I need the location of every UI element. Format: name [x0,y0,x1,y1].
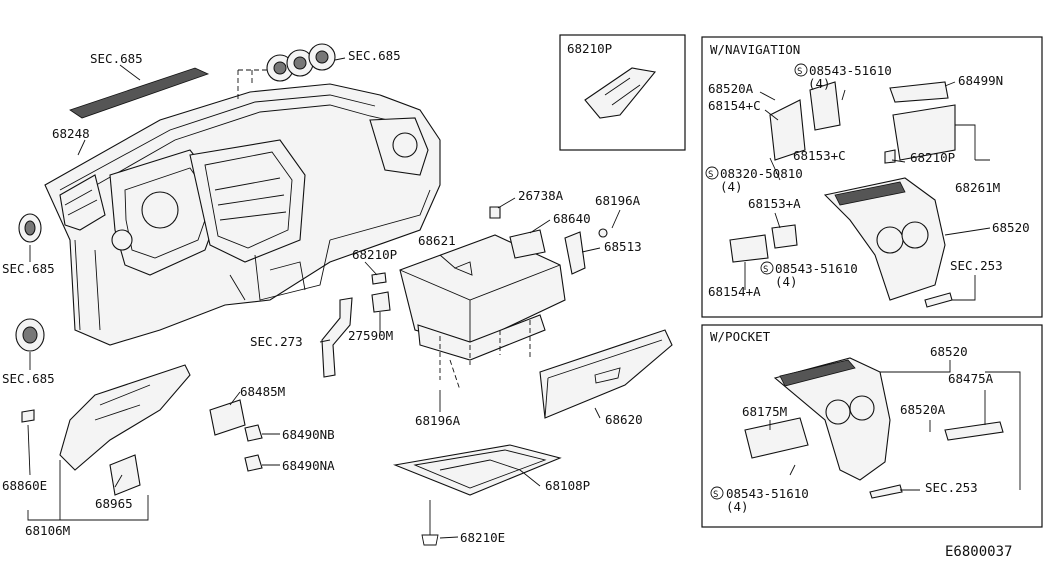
label-pk-08543: 08543-51610 [726,486,809,501]
label-68640: 68640 [553,211,591,226]
clip-detail-box [559,34,686,151]
screw-symbol [794,63,808,77]
label-68196a-bottom: 68196A [415,413,461,428]
label-68860e: 68860E [2,478,47,493]
label-pk-68175m: 68175M [742,404,787,419]
knee-panel [21,364,191,496]
label-sec273: SEC.273 [250,334,303,349]
label-nav-sec253: SEC.253 [950,258,1003,273]
label-pk-sec253: SEC.253 [925,480,978,495]
label-26738a: 26738A [518,188,564,203]
label-nav-68153c: 68153+C [793,148,846,163]
label-nav-68210p: 68210P [910,150,955,165]
label-sec685-right: SEC.685 [348,48,401,63]
leader-lines [27,57,621,539]
label-68490na: 68490NA [282,458,335,473]
label-nav-08320: 08320-50810 [720,166,803,181]
screw-symbol-letter: S [763,265,768,275]
label-sec685-left-lower: SEC.685 [2,371,55,386]
screw-symbol-letter: S [797,67,802,77]
label-nav-68154c: 68154+C [708,98,761,113]
label-68485m: 68485M [240,384,285,399]
nav-leader-lines [744,81,1021,491]
label-68965: 68965 [95,496,133,511]
glovebox-lid [539,329,673,419]
screw-symbol [760,261,774,275]
screw-symbol [710,486,724,500]
screw-symbol [705,166,719,180]
label-68210e: 68210E [460,530,505,545]
label-68620: 68620 [605,412,643,427]
label-68513: 68513 [604,239,642,254]
label-68106m: 68106M [25,523,70,538]
label-nav-68520: 68520 [992,220,1030,235]
label-nav-08320-qty: (4) [720,179,743,194]
navigation-box [701,36,1043,318]
connector-bracket [209,399,263,472]
label-nav-08543-mid: 08543-51610 [775,261,858,276]
side-vents [15,213,45,352]
label-nav-68261m: 68261M [955,180,1000,195]
label-pk-68475a: 68475A [948,371,994,386]
label-nav-68499n: 68499N [958,73,1003,88]
instrument-panel-drawing [44,67,441,346]
label-pk-68520a: 68520A [900,402,946,417]
label-68490nb: 68490NB [282,427,335,442]
label-68108p: 68108P [545,478,590,493]
pocket-box-title: W/POCKET [710,329,771,344]
label-nav-08543-mid-qty: (4) [775,274,798,289]
label-nav-68520a: 68520A [708,81,754,96]
navigation-box-title: W/NAVIGATION [710,42,800,57]
part-labels: SEC.685 SEC.685 68248 SEC.685 SEC.685 26… [2,41,1030,560]
label-sec685-top: SEC.685 [90,51,143,66]
label-27590m: 27590M [348,328,393,343]
label-pk-68520: 68520 [930,344,968,359]
label-nav-68154a: 68154+A [708,284,761,299]
center-vents [237,43,336,102]
label-sec685-left-upper: SEC.685 [2,261,55,276]
screw-symbol-letter: S [708,170,713,180]
clip-box-title: 68210P [567,41,612,56]
label-68248: 68248 [52,126,90,141]
under-cover [392,444,562,546]
label-68210p-main: 68210P [352,247,397,262]
label-pk-08543-qty: (4) [726,499,749,514]
screw-symbol-letter: S [713,490,718,500]
label-68621: 68621 [418,233,456,248]
glovebox-housing [399,206,608,391]
duct-and-bracket [321,272,391,378]
pocket-box [701,324,1043,528]
label-nav-08543-top-qty: (4) [808,76,831,91]
diagram-code: E6800037 [945,544,1012,560]
label-nav-08543-top: 08543-51610 [809,63,892,78]
label-nav-68153a: 68153+A [748,196,801,211]
label-68196a-top: 68196A [595,193,641,208]
